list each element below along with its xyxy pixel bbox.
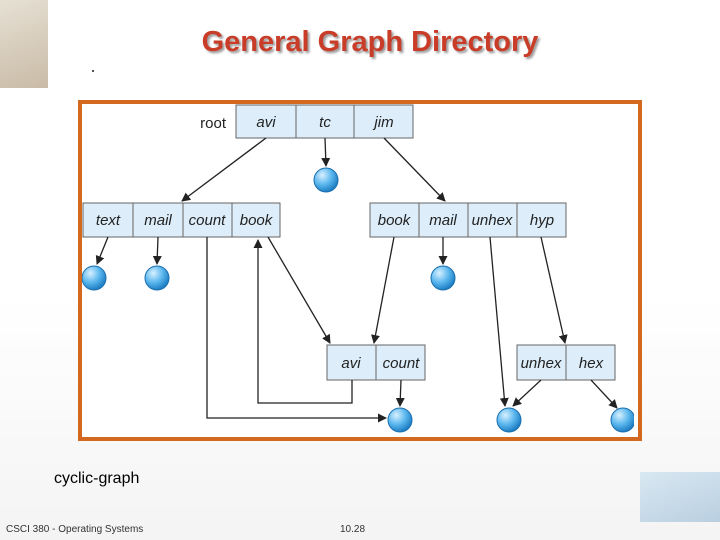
file-node-text xyxy=(82,265,107,291)
edge-text-to-file xyxy=(95,236,109,265)
edge-tc-to-file xyxy=(321,137,331,167)
directory-right: book mail unhex hyp xyxy=(369,202,567,238)
edge-avi-to-left-dir xyxy=(181,137,267,202)
edge-bottom-count-to-file xyxy=(395,379,405,407)
bottom-left-entry-avi: avi xyxy=(341,355,361,372)
left-entry-book: book xyxy=(240,212,274,229)
edge-count-to-file-path xyxy=(206,237,387,423)
file-node-hex xyxy=(610,407,634,433)
slide-title: General Graph Directory xyxy=(201,26,539,58)
directory-bottom-left: avi count xyxy=(326,344,426,381)
left-entry-count: count xyxy=(189,212,227,229)
dinosaur-logo-top xyxy=(0,0,48,88)
right-entry-book: book xyxy=(378,212,412,229)
file-node-tc xyxy=(313,167,339,193)
edge-jim-to-right-dir xyxy=(383,137,446,202)
right-entry-hyp: hyp xyxy=(530,212,554,229)
edge-hyp-to-bottom-dir xyxy=(540,236,568,344)
file-node-unhex xyxy=(496,407,522,433)
root-entry-jim: jim xyxy=(372,114,393,131)
directory-bottom-right: unhex hex xyxy=(516,344,616,381)
root-directory: avi tc jim xyxy=(235,104,414,139)
root-entry-avi: avi xyxy=(256,114,276,131)
stray-dot xyxy=(92,70,94,72)
file-node-mail xyxy=(144,265,170,291)
edge-avi-cycle-back-to-left-dir xyxy=(253,239,353,404)
bottom-right-entry-unhex: unhex xyxy=(521,355,562,372)
directory-left: text mail count book xyxy=(82,202,281,238)
footer-course: CSCI 380 - Operating Systems xyxy=(6,524,144,535)
left-entry-text: text xyxy=(96,212,121,229)
edge-book-to-bottom-dir xyxy=(267,236,331,344)
root-label: root xyxy=(200,115,227,132)
edge-unhex-to-file xyxy=(489,236,509,407)
root-entry-tc: tc xyxy=(319,114,331,131)
edge-bottom-unhex-to-file xyxy=(512,379,542,407)
bottom-left-entry-count: count xyxy=(383,355,421,372)
right-entry-unhex: unhex xyxy=(472,212,513,229)
right-entry-mail: mail xyxy=(429,212,457,229)
file-node-jim-mail xyxy=(430,265,456,291)
bottom-right-entry-hex: hex xyxy=(579,355,604,372)
left-entry-mail: mail xyxy=(144,212,172,229)
diagram-caption: cyclic-graph xyxy=(54,470,140,487)
edge-bottom-hex-to-file xyxy=(590,379,618,409)
file-node-count xyxy=(387,407,413,433)
edge-mail-to-file xyxy=(152,236,162,265)
edge-jim-book-to-bottom-dir xyxy=(371,236,395,344)
dinosaur-logo-bottom xyxy=(640,472,720,522)
footer-page-number: 10.28 xyxy=(340,524,366,535)
